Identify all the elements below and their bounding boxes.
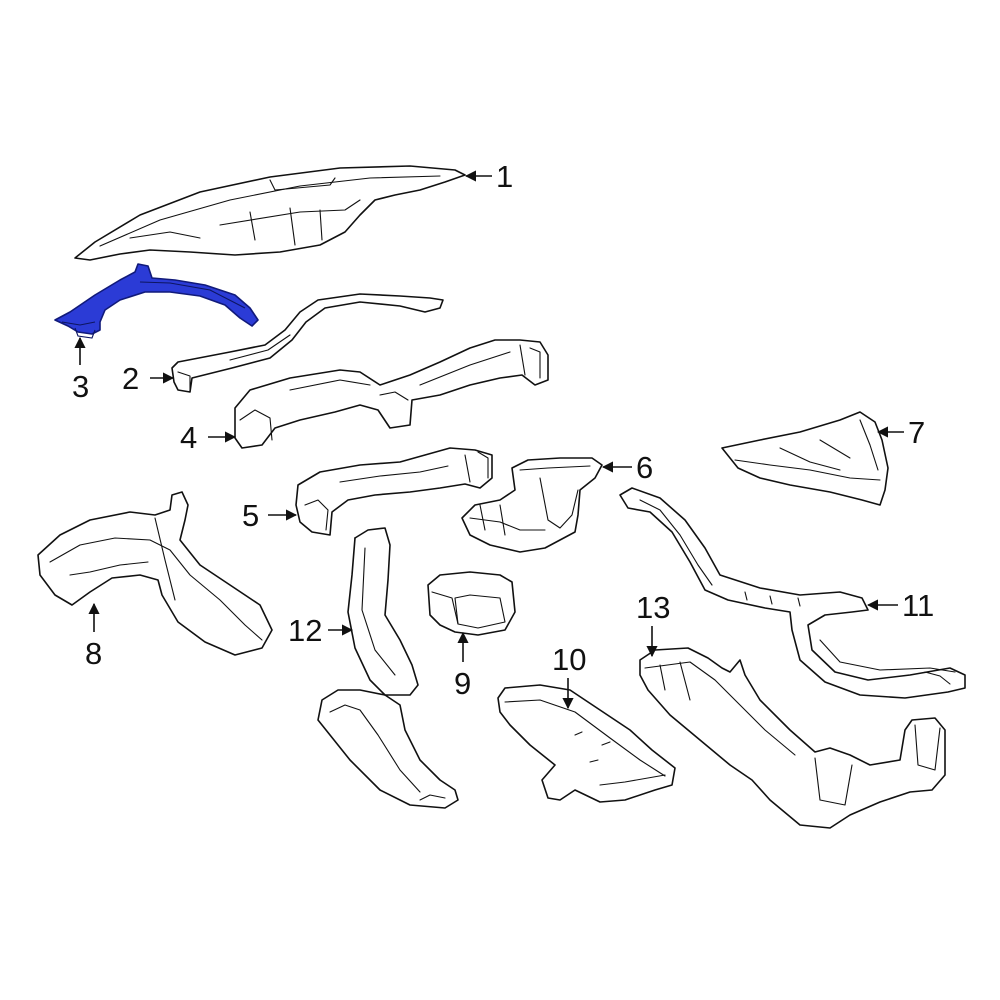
- callout-label-8: 8: [85, 636, 102, 671]
- part-4-vent-duct: [234, 339, 549, 449]
- callout-label-1: 1: [496, 159, 513, 194]
- callout-5: 5: [242, 498, 298, 533]
- callout-3: 3: [72, 336, 89, 404]
- callout-label-7: 7: [908, 415, 925, 450]
- callout-label-3: 3: [72, 369, 89, 404]
- callout-label-13: 13: [636, 590, 670, 625]
- callout-label-4: 4: [180, 420, 197, 455]
- callout-9: 9: [454, 631, 471, 701]
- callout-12: 12: [288, 613, 354, 648]
- callout-label-10: 10: [552, 642, 586, 677]
- callout-4: 4: [180, 420, 237, 455]
- part-6-center-vent: [461, 457, 603, 553]
- callout-11: 11: [866, 588, 934, 623]
- callout-label-9: 9: [454, 666, 471, 701]
- callout-label-12: 12: [288, 613, 322, 648]
- callout-13: 13: [636, 590, 670, 658]
- part-1-upper-duct-panel: [74, 165, 466, 261]
- part-5-outlet-duct: [295, 447, 493, 536]
- callout-label-11: 11: [902, 588, 934, 623]
- part-8-floor-duct: [37, 491, 273, 656]
- callout-label-6: 6: [636, 450, 653, 485]
- callout-1: 1: [464, 159, 513, 194]
- callout-2: 2: [122, 361, 175, 396]
- part-13-lower-duct: [639, 647, 946, 829]
- part-2-long-duct: [171, 293, 444, 393]
- part-3-highlighted-duct: [54, 263, 259, 339]
- callout-10: 10: [552, 642, 586, 710]
- part-9-register: [427, 571, 516, 636]
- callout-label-2: 2: [122, 361, 139, 396]
- callout-7: 7: [876, 415, 925, 450]
- part-7-side-duct: [721, 411, 889, 506]
- part-11-curved-duct: [619, 487, 966, 699]
- part-10-floor-vent: [497, 684, 676, 803]
- callout-8: 8: [85, 602, 102, 671]
- callout-label-5: 5: [242, 498, 259, 533]
- part-12-vertical-duct: [317, 527, 459, 809]
- callout-6: 6: [601, 450, 653, 485]
